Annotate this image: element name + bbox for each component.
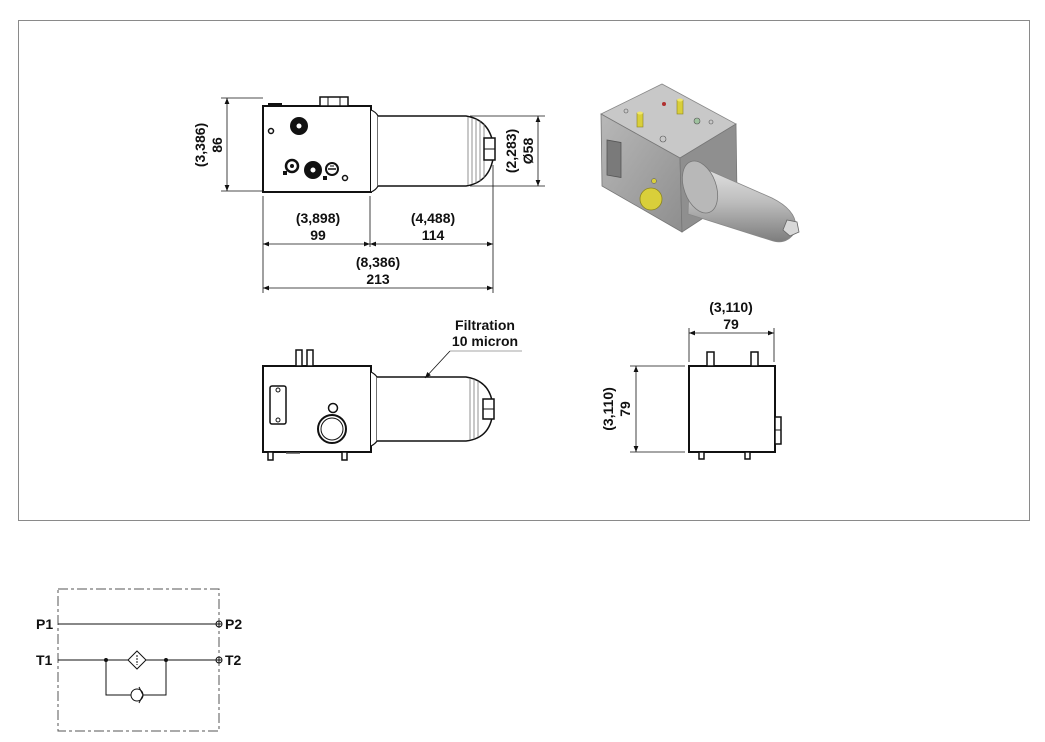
dim-diameter-mm: Ø58: [520, 138, 536, 165]
port-label-t2: T2: [225, 652, 242, 668]
large-port-icon: [317, 414, 347, 444]
dim-total-length-in: (8,386): [356, 254, 400, 270]
hydraulic-schematic: P1 P2 T1 T2: [36, 588, 242, 732]
isometric-view: [600, 83, 800, 243]
filter-bowl-side: [377, 376, 494, 442]
dim-end-height-in: (3,110): [600, 387, 616, 431]
front-view: (3,386) 86 (2,283) Ø58 (3,898) 99 (4,488…: [192, 96, 545, 293]
dim-block-length-mm: 99: [310, 227, 326, 243]
top-fitting: [319, 96, 349, 107]
dim-block-length-in: (3,898): [296, 210, 340, 226]
port-label-t1: T1: [36, 652, 53, 668]
dim-end-height-mm: 79: [617, 401, 633, 417]
dim-width-in: (3,110): [709, 299, 753, 315]
small-port-icon: [267, 127, 275, 135]
dim-width-mm: 79: [723, 316, 739, 332]
dim-filter-length-in: (4,488): [411, 210, 455, 226]
port-label-p1: P1: [36, 616, 53, 632]
drawing-frame: [18, 20, 1030, 521]
end-view: (3,110) 79 (3,110) 79: [600, 299, 782, 460]
dim-total-length-mm: 213: [366, 271, 390, 287]
manifold-block-end: [688, 365, 776, 453]
port-p-icon: [284, 158, 300, 174]
dim-height-in: (3,386): [192, 123, 208, 167]
pin-icon: [676, 99, 684, 115]
filtration-note-line1: Filtration: [455, 317, 515, 333]
pin-icon: [636, 112, 644, 128]
sight-window: [269, 385, 287, 425]
side-view: Filtration 10 micron: [262, 317, 522, 461]
dim-filter-length-mm: 114: [422, 227, 445, 243]
dim-diameter-in: (2,283): [503, 129, 519, 173]
port-label-p2: P2: [225, 616, 242, 632]
dim-height-mm: 86: [209, 137, 225, 153]
filter-bowl: [378, 115, 495, 187]
manifold-block: [262, 105, 372, 193]
plug-icon: [639, 187, 663, 211]
indicator-icon: [325, 162, 339, 176]
filtration-note-line2: 10 micron: [452, 333, 518, 349]
